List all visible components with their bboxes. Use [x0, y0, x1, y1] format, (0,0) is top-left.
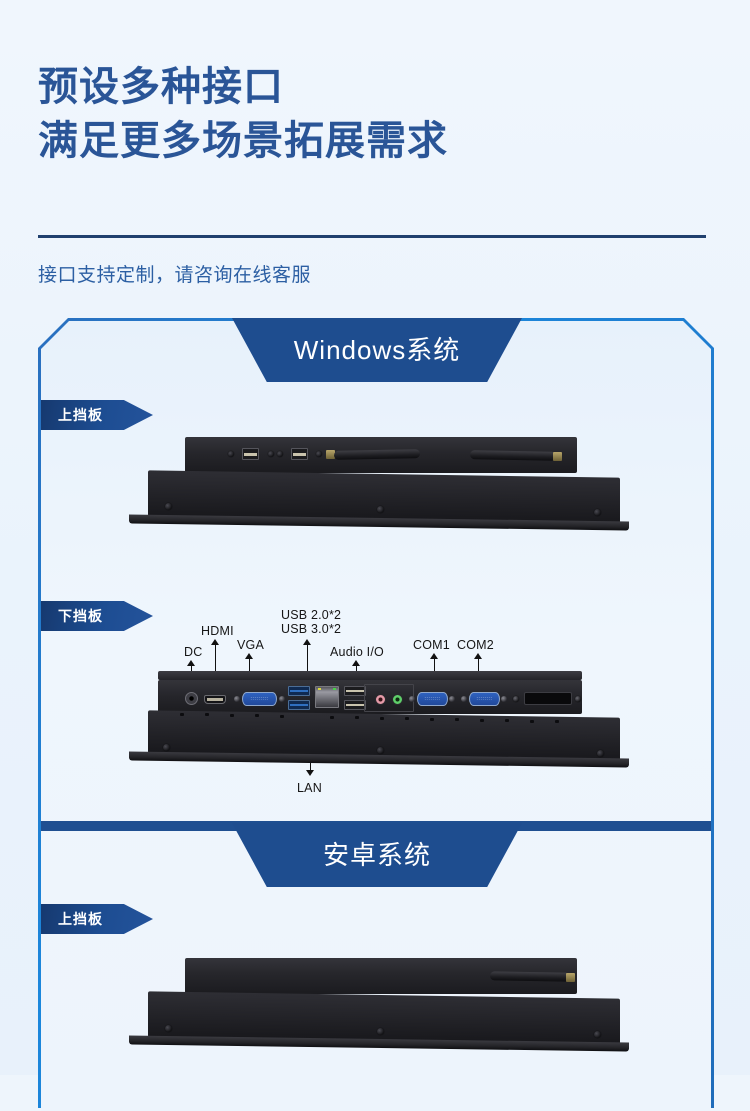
callout-label-com2: COM2 [457, 638, 494, 652]
callout-arrow-com2 [474, 653, 482, 659]
lan-port-icon [315, 686, 339, 708]
page-header: 预设多种接口 满足更多场景拓展需求 [38, 60, 712, 168]
usb-port-icon [242, 448, 259, 460]
callout-label-audio: Audio I/O [330, 645, 384, 659]
tag-windows-top-panel: 上挡板 [41, 400, 153, 430]
com2-port-icon: :::::::: [469, 692, 500, 706]
card-content: Windows系统 上挡板 [41, 318, 711, 1052]
usb30-port-icon [288, 686, 310, 696]
callout-arrow-dc [187, 660, 195, 666]
callout-arrow-com1 [430, 653, 438, 659]
section-banner-android-label: 安卓系统 [322, 839, 431, 870]
headline-line-1: 预设多种接口 [38, 65, 284, 109]
com1-port-icon: :::::::: [417, 692, 448, 706]
callout-label-usb20: USB 2.0*2 [281, 608, 342, 622]
hdmi-port-icon [204, 695, 226, 704]
callout-arrow-audio [352, 660, 360, 666]
antenna-icon [489, 971, 571, 982]
callout-arrow-usb [303, 639, 311, 645]
usb-port-icon [291, 448, 308, 460]
antenna-icon [469, 450, 557, 461]
mic-jack-icon [375, 694, 386, 705]
tag-android-top-panel: 上挡板 [41, 904, 153, 934]
callout-label-lan: LAN [297, 781, 322, 795]
dc-jack-icon [185, 692, 198, 705]
expansion-slot-icon [524, 692, 572, 705]
callout-arrow-vga [245, 653, 253, 659]
header-subtitle: 接口支持定制，请咨询在线客服 [38, 265, 312, 286]
header-divider [38, 235, 706, 238]
callout-label-usb30: USB 3.0*2 [281, 622, 342, 636]
headline-line-2: 满足更多场景拓展需求 [38, 119, 448, 163]
page-background: 预设多种接口 满足更多场景拓展需求 接口支持定制，请咨询在线客服 Windows… [0, 0, 750, 1075]
usb20-port-icon [344, 700, 366, 710]
section-banner-android: 安卓系统 [232, 823, 522, 887]
tag-android-top-panel-label: 上挡板 [58, 911, 103, 927]
tag-windows-bottom-panel-label: 下挡板 [58, 608, 103, 624]
section-banner-windows-label: Windows系统 [293, 334, 461, 365]
section-banner-windows: Windows系统 [232, 318, 522, 382]
callout-label-vga: VGA [237, 638, 264, 652]
tag-windows-top-panel-label: 上挡板 [58, 407, 103, 423]
usb30-port-icon [288, 700, 310, 710]
callout-label-hdmi: HDMI [201, 624, 234, 638]
callout-label-usb: USB 2.0*2 USB 3.0*2 [281, 608, 341, 636]
antenna-icon [333, 449, 421, 460]
vga-port-icon: ::::::::: [242, 692, 277, 706]
callout-label-com1: COM1 [413, 638, 450, 652]
callout-arrow-lan [306, 770, 314, 776]
antenna-base-icon [566, 973, 575, 982]
callout-label-dc: DC [184, 645, 203, 659]
callout-leader-hdmi [215, 641, 217, 692]
usb20-port-icon [344, 686, 366, 696]
tag-windows-bottom-panel: 下挡板 [41, 601, 153, 631]
antenna-base-icon [326, 450, 335, 459]
antenna-base-icon [553, 452, 562, 461]
callout-arrow-hdmi [211, 639, 219, 645]
audio-out-jack-icon [392, 694, 403, 705]
callout-leader-usb [307, 641, 309, 692]
